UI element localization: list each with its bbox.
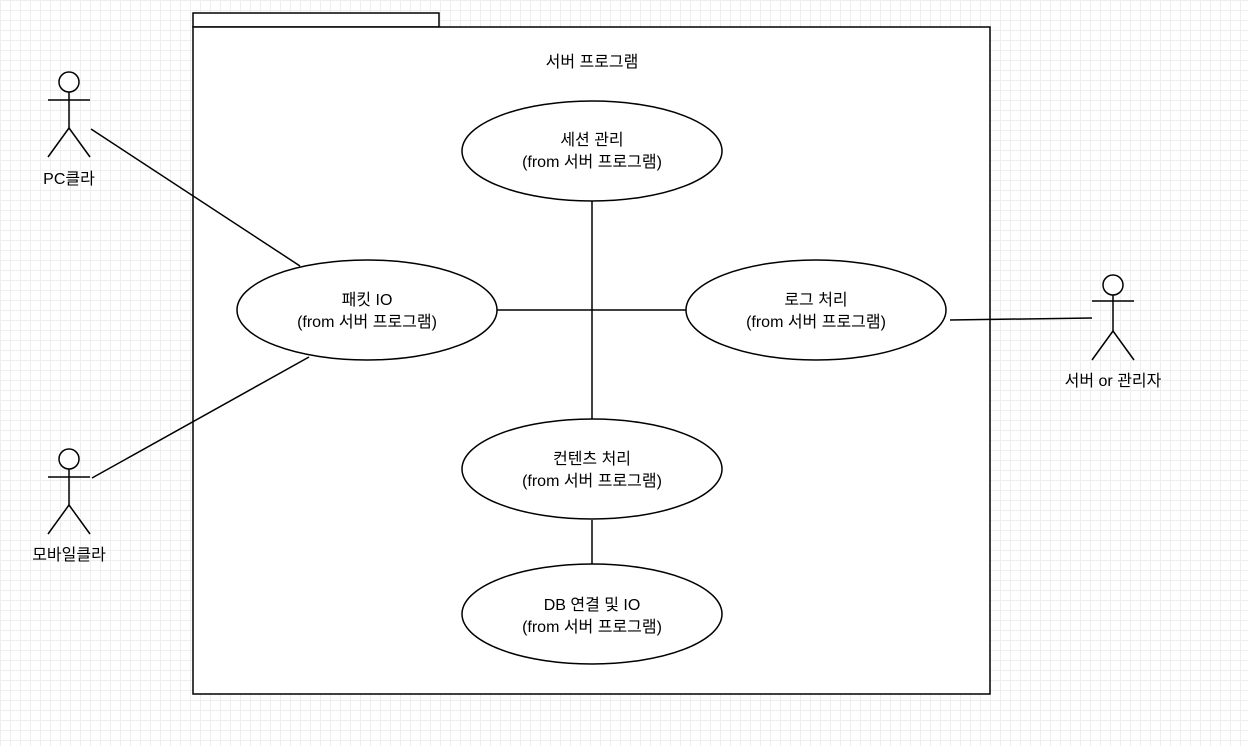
edge-log-to-server-admin[interactable] bbox=[949, 317, 1093, 321]
use-case-origin: (from 서버 프로그램) bbox=[522, 472, 662, 490]
use-case-origin: (from 서버 프로그램) bbox=[746, 313, 886, 331]
use-case-label: DB 연결 및 IO bbox=[544, 596, 641, 614]
actor-label: PC클라 bbox=[43, 170, 95, 188]
package-title: 서버 프로그램 bbox=[546, 53, 639, 71]
use-case-label: 컨텐츠 처리 bbox=[553, 450, 631, 468]
use-case-ellipse bbox=[461, 563, 723, 665]
use-case-content-processing[interactable]: 컨텐츠 처리 (from 서버 프로그램) bbox=[461, 418, 723, 520]
use-case-origin: (from 서버 프로그램) bbox=[522, 153, 662, 171]
edge-pc-client-to-packet[interactable] bbox=[90, 128, 301, 267]
use-case-ellipse bbox=[685, 259, 947, 361]
actor-label: 모바일클라 bbox=[32, 546, 106, 564]
use-case-label: 패킷 IO bbox=[342, 291, 393, 309]
use-case-session-management[interactable]: 세션 관리 (from 서버 프로그램) bbox=[461, 100, 723, 202]
use-case-label: 로그 처리 bbox=[784, 291, 847, 309]
use-case-packet-io[interactable]: 패킷 IO (from 서버 프로그램) bbox=[236, 259, 498, 361]
actor-server-admin[interactable]: 서버 or 관리자 bbox=[1065, 274, 1162, 390]
package-tab bbox=[192, 12, 440, 28]
relationships bbox=[90, 128, 1093, 564]
stick-figure-icon bbox=[1091, 274, 1135, 361]
stick-figure-icon bbox=[47, 448, 91, 535]
use-case-db-connection-io[interactable]: DB 연결 및 IO (from 서버 프로그램) bbox=[461, 563, 723, 665]
use-case-origin: (from 서버 프로그램) bbox=[522, 618, 662, 636]
edge-mobile-client-to-packet[interactable] bbox=[91, 356, 310, 479]
stick-figure-icon bbox=[47, 71, 91, 158]
actor-label: 서버 or 관리자 bbox=[1065, 372, 1162, 390]
use-case-ellipse bbox=[236, 259, 498, 361]
use-case-label: 세션 관리 bbox=[560, 131, 623, 149]
actor-pc-client[interactable]: PC클라 bbox=[43, 71, 95, 188]
use-case-ellipse bbox=[461, 100, 723, 202]
actor-mobile-client[interactable]: 모바일클라 bbox=[32, 448, 106, 564]
use-case-log-processing[interactable]: 로그 처리 (from 서버 프로그램) bbox=[685, 259, 947, 361]
use-case-origin: (from 서버 프로그램) bbox=[297, 313, 437, 331]
use-case-ellipse bbox=[461, 418, 723, 520]
